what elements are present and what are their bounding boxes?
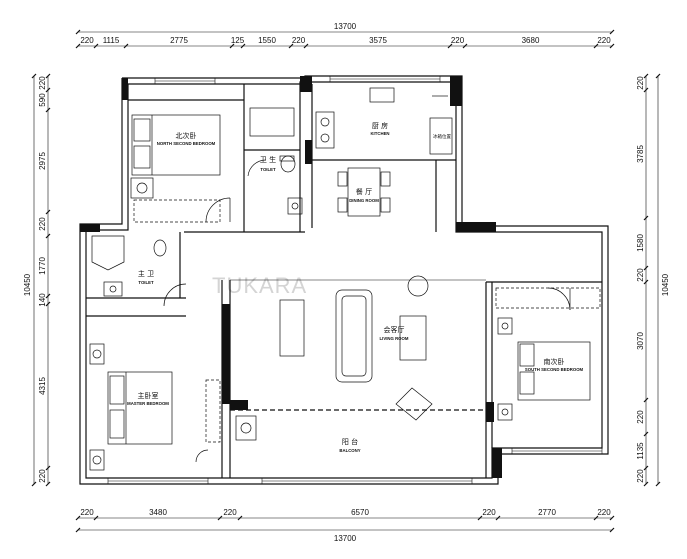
dimension-label: 6570 [351, 508, 369, 517]
south-bedroom-label-cn: 南次卧 [544, 357, 565, 366]
dimension-label: 220 [636, 76, 645, 90]
dimension-label: 3680 [522, 36, 540, 45]
lounge-chair [395, 387, 433, 421]
toilet-north-label-cn: 卫 生 [260, 155, 276, 164]
dining-label-cn: 餐 厅 [356, 187, 372, 196]
dining-table [347, 167, 381, 217]
north-bed [131, 114, 221, 176]
dimension-total-left: 10450 [23, 273, 32, 296]
dimension-label: 3480 [149, 508, 167, 517]
dimension-label: 220 [597, 508, 611, 517]
bathtub [249, 107, 295, 137]
watermark: TUKARA [212, 273, 307, 298]
dimension-label: 3575 [369, 36, 387, 45]
living-label-cn: 会客厅 [384, 325, 405, 334]
dimension-label: 220 [636, 469, 645, 483]
dimension-label: 4315 [38, 377, 47, 395]
room-labels: 北次卧 NORTH SECOND BEDROOM 卫 生 TOILET 厨 房 … [127, 121, 583, 453]
dimension-total-bottom: 13700 [334, 534, 357, 543]
dimension-label: 220 [38, 469, 47, 483]
master-toilet-label-en: TOILET [138, 280, 154, 285]
dimension-label: 220 [292, 36, 306, 45]
master-bedroom-label-cn: 主卧室 [138, 391, 159, 400]
dimension-label: 2975 [38, 152, 47, 170]
fridge [429, 117, 453, 155]
dining-label-en: DINING ROOM [349, 198, 379, 203]
master-toilet-label-cn: 主 卫 [138, 269, 154, 278]
dimension-label: 1135 [636, 442, 645, 460]
dimension-label: 2775 [170, 36, 188, 45]
dimension-label: 140 [38, 293, 47, 307]
top-dimension-lines [75, 29, 615, 49]
dimension-label: 220 [597, 36, 611, 45]
master-bedroom-label-en: MASTER BEDROOM [127, 401, 169, 406]
living-label-en: LIVING ROOM [380, 336, 409, 341]
dimension-label: 2770 [538, 508, 556, 517]
dimension-label: 220 [38, 217, 47, 231]
master-bed [107, 371, 173, 445]
dimension-label: 3070 [636, 332, 645, 350]
sofa [335, 289, 373, 383]
solid-wall-fills [80, 76, 502, 478]
north-bedroom-label-cn: 北次卧 [176, 131, 197, 140]
dimension-label: 1550 [258, 36, 276, 45]
left-dimension-lines [31, 73, 51, 487]
stove [315, 111, 335, 149]
dimension-label: 125 [231, 36, 245, 45]
dimension-label: 220 [80, 36, 94, 45]
right-dimension-lines [643, 73, 661, 487]
south-bedroom-label-en: SOUTH SECOND BEDROOM [525, 367, 584, 372]
shower-corner [91, 235, 125, 271]
dimension-label: 220 [482, 508, 496, 517]
balcony-label-en: BALCONY [339, 448, 360, 453]
toilet-north-label-en: TOILET [260, 167, 276, 172]
windows [107, 75, 603, 485]
dimension-label: 1580 [636, 234, 645, 252]
walls [79, 75, 609, 485]
north-bedroom-label-en: NORTH SECOND BEDROOM [157, 141, 216, 146]
dimension-total-top: 13700 [334, 22, 357, 31]
dimension-label: 220 [636, 268, 645, 282]
fridge-label: 冰箱位置 [433, 133, 451, 140]
bottom-dimension-lines [75, 515, 615, 533]
furniture [89, 87, 601, 471]
balcony-label-cn: 阳 台 [342, 437, 358, 446]
dimension-total-right: 10450 [661, 273, 670, 296]
dimension-label: 220 [451, 36, 465, 45]
south-bed [517, 341, 591, 401]
dimension-label: 1115 [103, 36, 120, 45]
round-table [407, 275, 429, 297]
coffee-table [399, 315, 427, 361]
dimension-label: 220 [223, 508, 237, 517]
dimension-label: 220 [80, 508, 94, 517]
tv-console [279, 299, 305, 357]
kitchen-label-en: KITCHEN [370, 131, 389, 136]
kitchen-label-cn: 厨 房 [372, 121, 388, 130]
dimension-label: 3785 [636, 145, 645, 163]
dimension-label: 220 [636, 410, 645, 424]
dimension-label: 590 [38, 93, 47, 107]
dimension-label: 1770 [38, 257, 47, 275]
dimension-label: 220 [38, 76, 47, 90]
